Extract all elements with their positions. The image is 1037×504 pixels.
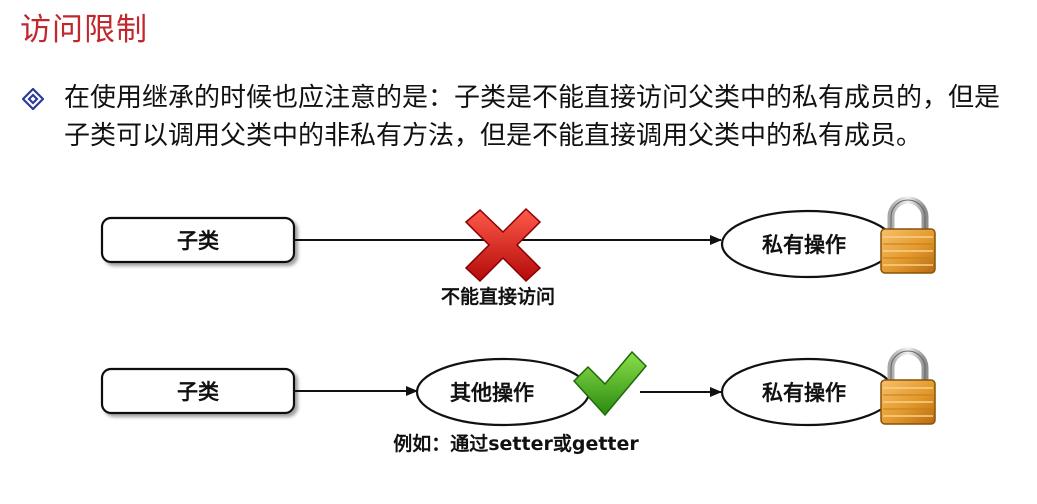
row1-subclass-box: 子类 (100, 216, 296, 264)
diamond-bullet-icon (22, 88, 44, 110)
row2-other-ellipse: 其他操作 (415, 357, 591, 427)
description-text: 在使用继承的时候也应注意的是：子类是不能直接访问父类中的私有成员的，但是子类可以… (64, 83, 1001, 151)
row2-private-label: 私有操作 (762, 381, 846, 405)
red-x-icon (464, 207, 542, 283)
row2-other-label: 其他操作 (450, 381, 534, 405)
row2-private-ellipse: 私有操作 (720, 357, 896, 427)
row2-subclass-label: 子类 (177, 380, 220, 404)
padlock-icon (881, 200, 935, 273)
row1-private-label: 私有操作 (762, 233, 846, 257)
green-check-icon (572, 350, 648, 417)
page-title: 访问限制 (20, 12, 148, 48)
padlock-icon (881, 351, 935, 424)
row2-caption: 例如：通过setter或getter (393, 432, 639, 455)
row1-private-ellipse: 私有操作 (720, 209, 896, 279)
row1-caption: 不能直接访问 (441, 285, 555, 308)
row2-subclass-box: 子类 (100, 367, 296, 415)
row1-subclass-label: 子类 (177, 229, 220, 253)
